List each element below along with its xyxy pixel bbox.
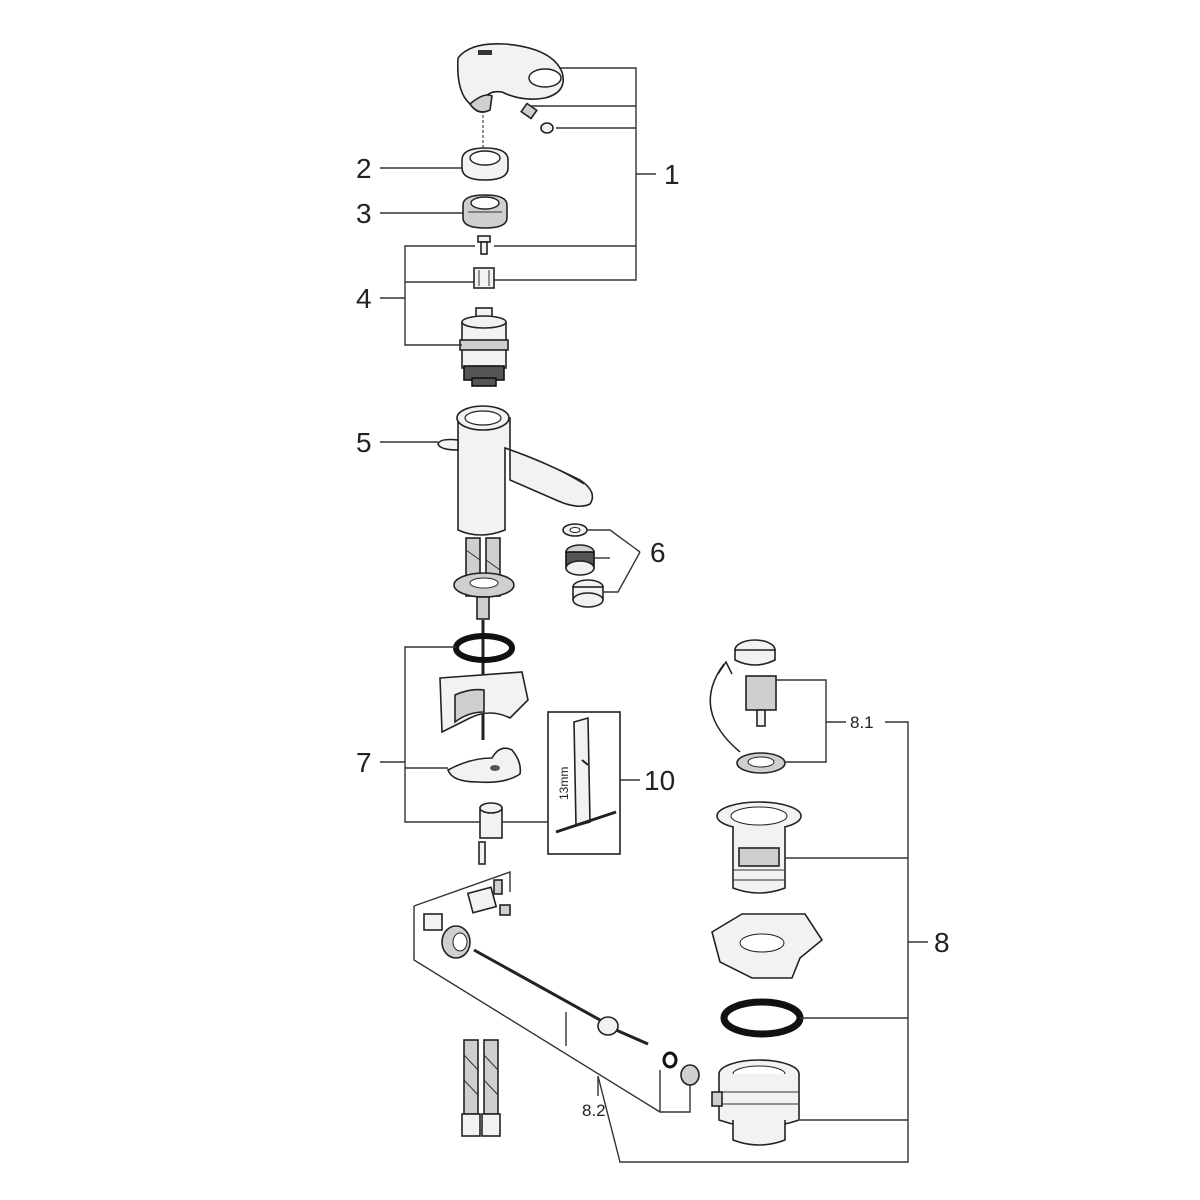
threaded-stud <box>476 596 490 740</box>
mounting-bracket <box>447 747 522 784</box>
drain-gasket <box>720 998 804 1038</box>
pivot-washer <box>662 1051 678 1069</box>
aerator-housing <box>572 579 604 608</box>
leader-lines <box>380 67 928 1163</box>
drain-flange <box>716 801 802 894</box>
callout-6: 6 <box>650 537 666 568</box>
base-plate <box>453 572 515 598</box>
callout-8-2: 8.2 <box>582 1101 606 1120</box>
callout-2: 2 <box>356 153 372 184</box>
countertop-section-lower <box>711 913 824 979</box>
aerator-washer <box>562 523 588 537</box>
pivot-gland-nut <box>441 925 471 959</box>
mounting-o-ring <box>453 633 515 663</box>
drain-stopper <box>734 639 777 727</box>
stopper-seal <box>736 752 786 774</box>
flexible-supply-hoses <box>461 1039 501 1137</box>
callout-5: 5 <box>356 427 372 458</box>
mounting-nut <box>479 802 503 839</box>
faucet-body <box>437 405 594 536</box>
callout-1: 1 <box>664 159 680 190</box>
countertop-section-upper <box>439 671 529 734</box>
cartridge <box>459 307 509 387</box>
rotate-arrow <box>709 660 741 753</box>
lever-handle <box>456 42 564 113</box>
socket-wrench-tool: 13mm <box>547 711 621 855</box>
callout-8-1: 8.1 <box>850 713 874 732</box>
callout-8: 8 <box>934 927 950 958</box>
callout-3: 3 <box>356 198 372 229</box>
pop-up-rod <box>478 841 486 865</box>
cartridge-adapter <box>473 267 495 289</box>
callout-10: 10 <box>644 765 675 796</box>
aerator-insert <box>565 544 595 576</box>
cover-ring <box>461 147 509 181</box>
cartridge-screw <box>477 235 491 255</box>
pivot-rod <box>473 948 649 1046</box>
handle-cap <box>540 122 554 134</box>
drain-body <box>711 1059 800 1146</box>
callout-4: 4 <box>356 283 372 314</box>
tool-size-label: 13mm <box>557 767 571 800</box>
clevis-clamp <box>466 879 511 916</box>
handle-screw <box>520 102 538 120</box>
pivot-seal <box>680 1064 700 1086</box>
pivot-nut <box>423 913 443 931</box>
callout-7: 7 <box>356 747 372 778</box>
threaded-ring <box>462 194 508 229</box>
